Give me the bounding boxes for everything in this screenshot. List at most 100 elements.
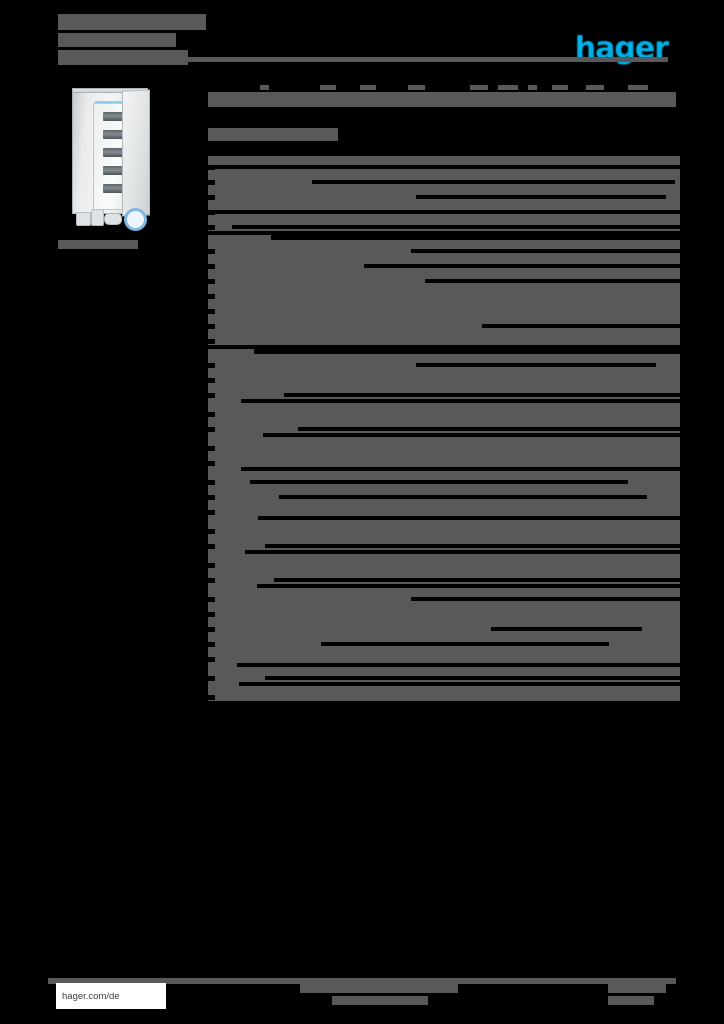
- spec-row: [208, 633, 680, 648]
- spec-row-leader: [274, 578, 680, 582]
- specification-table: [208, 156, 680, 701]
- spec-group-heading: [208, 549, 245, 554]
- row-left-notch: [208, 412, 215, 417]
- spec-group: [208, 403, 680, 433]
- accessory-parts: [74, 206, 152, 226]
- figure-caption: [58, 240, 138, 249]
- spec-group: [208, 471, 680, 516]
- spec-group-heading: [208, 349, 254, 354]
- spec-row-leader: [208, 210, 680, 214]
- spec-row: [208, 240, 680, 255]
- spec-row: [208, 354, 680, 369]
- spec-row-leader: [416, 363, 656, 367]
- spec-group-heading: [208, 432, 263, 437]
- spec-row: [208, 156, 680, 171]
- spec-group: [208, 437, 680, 467]
- row-left-notch: [208, 627, 215, 632]
- row-left-notch: [208, 324, 215, 329]
- footer-page-number: [608, 996, 654, 1005]
- page-footer: hager.com/de: [48, 978, 676, 1014]
- spec-group-heading: [208, 583, 257, 588]
- row-left-notch: [208, 378, 215, 383]
- footer-center-line-2: [332, 996, 428, 1005]
- spec-group: [208, 667, 680, 682]
- spec-row: [208, 603, 680, 618]
- row-left-notch: [208, 446, 215, 451]
- spec-group: [208, 156, 680, 231]
- row-left-notch: [208, 563, 215, 568]
- spec-row: [208, 186, 680, 201]
- spec-row: [208, 486, 680, 501]
- spec-row: [208, 501, 680, 516]
- spec-group: [208, 588, 680, 663]
- spec-row: [208, 437, 680, 452]
- spec-group-heading: [208, 681, 239, 686]
- footer-center-line-1: [300, 984, 458, 993]
- spec-row-leader: [265, 544, 680, 548]
- spec-row: [208, 535, 680, 550]
- accessory-block: [91, 209, 104, 226]
- spec-row: [208, 315, 680, 330]
- row-left-notch: [208, 225, 215, 230]
- accessory-ring: [124, 208, 147, 231]
- row-left-notch: [208, 695, 215, 700]
- row-left-notch: [208, 309, 215, 314]
- spec-row: [208, 418, 680, 433]
- title-ascender: [552, 85, 568, 90]
- spec-row-leader: [411, 597, 680, 601]
- header-divider: [58, 57, 668, 62]
- spec-row: [208, 554, 680, 569]
- spec-row: [208, 369, 680, 384]
- enclosure-illustration: [58, 86, 166, 226]
- spec-group-heading: [208, 398, 241, 403]
- row-left-notch: [208, 480, 215, 485]
- row-left-notch: [208, 339, 215, 344]
- spec-row-leader: [312, 180, 675, 184]
- spec-row: [208, 452, 680, 467]
- spec-row-leader: [250, 480, 628, 484]
- spec-row: [208, 686, 680, 701]
- footer-url-box[interactable]: hager.com/de: [56, 983, 166, 1009]
- spec-row: [208, 270, 680, 285]
- accessory-clip: [104, 213, 122, 225]
- row-left-notch: [208, 612, 215, 617]
- row-left-notch: [208, 529, 215, 534]
- spec-row: [208, 384, 680, 399]
- spec-row-leader: [208, 165, 680, 169]
- spec-row-leader: [321, 642, 609, 646]
- spec-row: [208, 648, 680, 663]
- title-ascender: [320, 85, 336, 90]
- page-subtitle: [208, 128, 338, 141]
- row-left-notch: [208, 195, 215, 200]
- row-left-notch: [208, 495, 215, 500]
- row-left-notch: [208, 180, 215, 185]
- spec-group-heading: [208, 235, 271, 240]
- title-ascender: [470, 85, 488, 90]
- row-left-notch: [208, 597, 215, 602]
- spec-row: [208, 330, 680, 345]
- spec-row: [208, 300, 680, 315]
- row-left-notch: [208, 363, 215, 368]
- spec-group-heading: [208, 662, 237, 667]
- spec-row: [208, 216, 680, 231]
- spec-group: [208, 240, 680, 345]
- title-ascender: [360, 85, 376, 90]
- title-ascender: [498, 85, 518, 90]
- accessory-block: [76, 212, 91, 226]
- header-title-line-2: [58, 33, 176, 47]
- row-left-notch: [208, 210, 215, 215]
- spec-row: [208, 171, 680, 186]
- header-title-line-1: [58, 14, 206, 30]
- spec-row-leader: [425, 279, 680, 283]
- page-title: [208, 92, 676, 107]
- row-left-notch: [208, 249, 215, 254]
- spec-row-leader: [416, 195, 666, 199]
- title-ascender: [586, 85, 604, 90]
- spec-row-leader: [232, 225, 680, 229]
- spec-row-leader: [482, 324, 680, 328]
- spec-group-heading: [208, 515, 258, 520]
- spec-group: [208, 686, 680, 701]
- spec-row-leader: [298, 427, 680, 431]
- row-left-notch: [208, 294, 215, 299]
